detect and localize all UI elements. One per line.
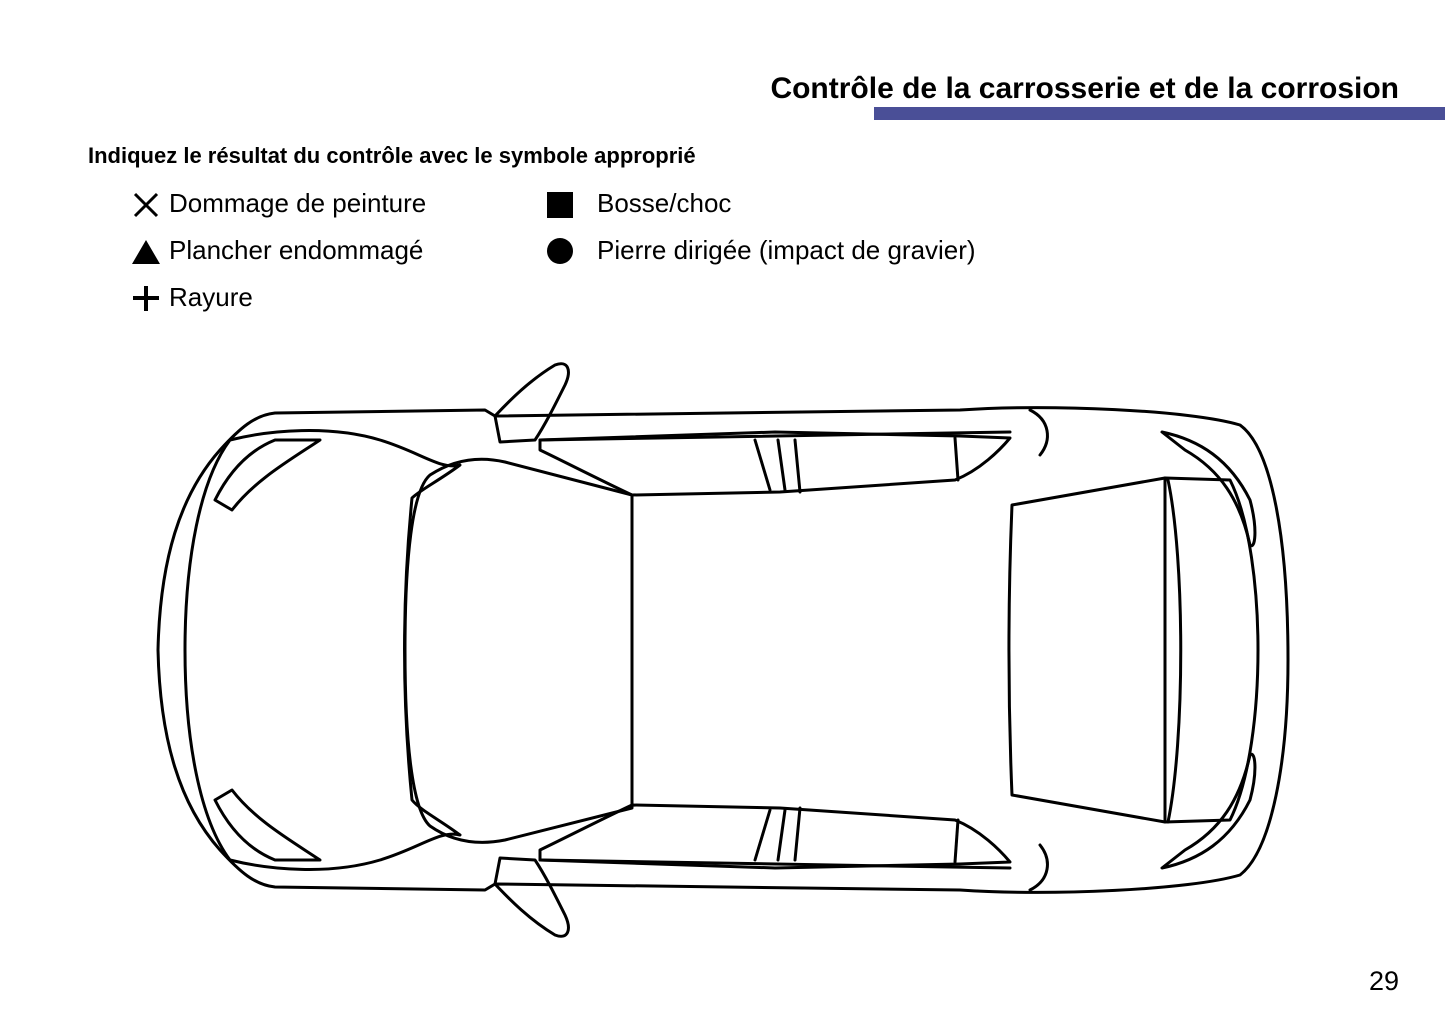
car-pillar-bottom-3: [793, 806, 802, 862]
triangle-icon: [131, 236, 161, 266]
page-title: Contrôle de la carrosserie et de la corr…: [770, 72, 1399, 105]
legend-label: Dommage de peinture: [169, 188, 427, 218]
square-icon: [545, 189, 575, 219]
title-accent-bar: [874, 107, 1445, 120]
car-pillar-top-4: [953, 436, 960, 482]
car-taillight-top: [1160, 430, 1257, 548]
car-pillar-top-1: [753, 438, 772, 492]
page-number: 29: [1368, 966, 1399, 996]
legend-label: Pierre dirigée (impact de gravier): [597, 235, 976, 265]
cross-icon: [131, 189, 161, 219]
car-windshield: [403, 457, 634, 844]
legend-item-floor-damage: Plancher endommagé: [131, 235, 423, 266]
legend-label: Bosse/choc: [597, 188, 732, 218]
car-headlight-bottom: [213, 788, 322, 862]
car-hood: [183, 429, 462, 871]
legend-label: Plancher endommagé: [169, 235, 424, 265]
car-pillar-top-3: [793, 438, 802, 494]
car-side-window-bottom: [538, 803, 1012, 870]
car-roof-rail-bottom: [538, 858, 1012, 870]
legend-item-paint-damage: Dommage de peinture: [131, 188, 426, 219]
legend-label: Rayure: [169, 282, 253, 312]
car-rear-fender-top: [1028, 408, 1049, 457]
car-pillar-bottom-2: [776, 808, 787, 862]
car-headlight-top: [213, 438, 322, 512]
car-side-window-top: [538, 430, 1012, 497]
plus-icon: [131, 283, 161, 313]
car-body-outline: [156, 406, 1290, 894]
car-taillight-bottom: [1160, 752, 1257, 870]
instruction-text: Indiquez le résultat du contrôle avec le…: [88, 143, 696, 168]
car-pillar-top-2: [776, 438, 787, 492]
car-pillar-bottom-1: [753, 808, 772, 862]
circle-icon: [545, 236, 575, 266]
car-pillar-bottom-4: [953, 818, 960, 864]
legend-item-dent: Bosse/choc: [545, 188, 731, 219]
car-rear-lip: [1166, 478, 1183, 824]
car-mirror-bottom: [493, 856, 570, 938]
legend-item-scratch: Rayure: [131, 282, 253, 313]
car-mirror-top: [493, 362, 570, 444]
car-roof-rail-top: [538, 430, 1012, 442]
car-rear-fender-bottom: [1028, 843, 1049, 892]
legend-item-stone-chip: Pierre dirigée (impact de gravier): [545, 235, 976, 266]
car-rear-window: [1007, 476, 1260, 824]
